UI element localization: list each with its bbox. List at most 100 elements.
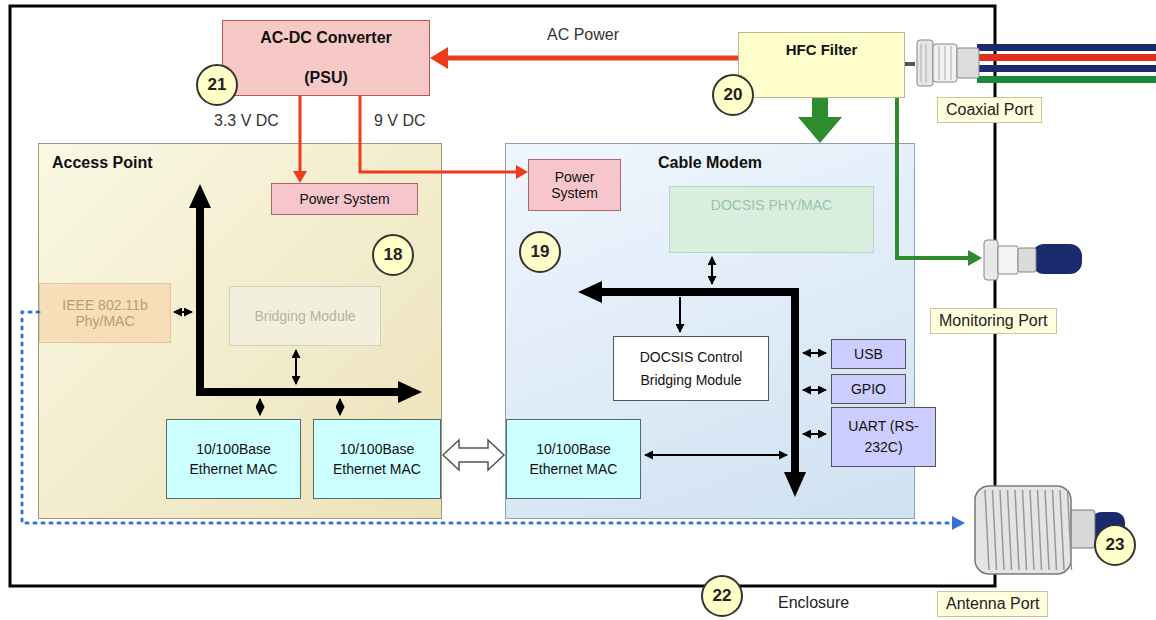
node-text: AC-DC Converter bbox=[260, 29, 392, 47]
drawing-stroke bbox=[1023, 490, 1027, 570]
connector-graphic bbox=[915, 36, 1156, 92]
edge-label: 3.3 V DC bbox=[212, 112, 281, 130]
drawing-stroke bbox=[1069, 510, 1095, 548]
drawing-stroke bbox=[917, 40, 933, 86]
callout-number: 21 bbox=[196, 64, 238, 106]
drawing-stroke bbox=[985, 490, 1072, 570]
ethernet-box: 10/100Base Ethernet MAC bbox=[506, 419, 641, 499]
drawing-stroke bbox=[921, 44, 951, 82]
drawing-stroke bbox=[1018, 248, 1036, 272]
drawing-stroke bbox=[803, 352, 826, 354]
monitoring-port: Monitoring Port bbox=[982, 236, 1082, 284]
node-text: Coaxial Port bbox=[937, 97, 1042, 123]
double-arrow bbox=[443, 440, 504, 470]
cable-modem-block: Cable ModemPower SystemDOCSIS PHY/MACDOC… bbox=[505, 143, 915, 519]
converter-box: AC-DC Converter (PSU) bbox=[222, 20, 430, 96]
node-subtext: (PSU) bbox=[304, 69, 348, 87]
drawing-stroke bbox=[977, 65, 1156, 72]
node-text: Power System bbox=[299, 191, 389, 207]
drawing-stroke bbox=[1068, 490, 1072, 570]
node-text: 10/100Base Ethernet MAC bbox=[511, 439, 636, 480]
drawing-stroke bbox=[957, 48, 979, 78]
node-text: 10/100Base Ethernet MAC bbox=[171, 439, 296, 480]
callout-number: 18 bbox=[372, 234, 414, 276]
arrow-head bbox=[968, 250, 982, 266]
drawing-stroke bbox=[1030, 490, 1034, 570]
drawing-stroke bbox=[1038, 490, 1042, 570]
drawing-stroke bbox=[259, 399, 261, 415]
drawing-stroke bbox=[803, 433, 826, 435]
connector-line bbox=[812, 98, 828, 119]
drawing-stroke bbox=[977, 44, 1156, 51]
bridging-box: DOCSIS Control Bridging Module bbox=[613, 336, 769, 401]
drawing-stroke bbox=[998, 246, 1018, 274]
interface-box: UART (RS-232C) bbox=[831, 407, 936, 467]
connector-graphic bbox=[982, 236, 1082, 284]
phy-mac-box: DOCSIS PHY/MAC bbox=[669, 186, 874, 253]
drawing-stroke bbox=[174, 311, 192, 313]
drawing-stroke bbox=[993, 490, 997, 570]
ethernet-box: 10/100Base Ethernet MAC bbox=[313, 419, 441, 499]
drawing-stroke bbox=[600, 288, 799, 296]
drawing-stroke bbox=[196, 206, 204, 392]
node-text: Access Point bbox=[52, 154, 428, 172]
edge-label: 9 V DC bbox=[372, 112, 428, 130]
phy-mac-box: IEEE 802.11b Phy/MAC bbox=[39, 283, 171, 343]
callout-number: 23 bbox=[1094, 524, 1136, 566]
coaxial-port: Coaxial Port bbox=[915, 36, 1156, 92]
connector bbox=[905, 64, 915, 65]
drawing-stroke bbox=[295, 350, 297, 384]
drawing-stroke bbox=[1053, 490, 1057, 570]
connector bbox=[443, 440, 504, 470]
node-text: Bridging Module bbox=[254, 308, 355, 324]
node-text: IEEE 802.11b Phy/MAC bbox=[44, 297, 166, 329]
drawing-stroke bbox=[1008, 490, 1012, 570]
arrow-head bbox=[952, 516, 965, 530]
drawing-stroke bbox=[977, 76, 1156, 83]
node-text: DOCSIS Control Bridging Module bbox=[620, 346, 762, 391]
node-text: Antenna Port bbox=[937, 591, 1048, 617]
node-text: 10/100Base Ethernet MAC bbox=[318, 439, 436, 480]
drawing-stroke bbox=[679, 297, 681, 332]
drawing-stroke bbox=[977, 54, 1156, 61]
connector-line bbox=[446, 56, 738, 61]
node-text: Monitoring Port bbox=[930, 308, 1057, 334]
arrow-head bbox=[430, 47, 448, 69]
drawing-stroke bbox=[1032, 244, 1082, 274]
node-text: UART (RS-232C) bbox=[836, 416, 931, 458]
connector bbox=[798, 98, 842, 143]
connector bbox=[430, 47, 738, 69]
arrow-head bbox=[798, 117, 842, 143]
bridging-box: Bridging Module bbox=[229, 286, 381, 346]
node-text: GPIO bbox=[851, 379, 886, 400]
drawing-stroke bbox=[196, 388, 400, 396]
drawing-stroke bbox=[1015, 490, 1019, 570]
connector-line bbox=[299, 96, 302, 173]
drawing-stroke bbox=[645, 454, 787, 456]
interface-box: USB bbox=[831, 339, 906, 369]
drawing-stroke bbox=[985, 490, 989, 570]
part-label: Enclosure bbox=[778, 594, 849, 612]
drawing-stroke bbox=[984, 240, 998, 280]
edge-label: AC Power bbox=[545, 26, 621, 44]
drawing-stroke bbox=[1060, 490, 1064, 570]
node-text: USB bbox=[854, 344, 883, 365]
drawing-stroke bbox=[1045, 490, 1049, 570]
drawing-stroke bbox=[791, 288, 799, 474]
drawing-stroke bbox=[803, 389, 826, 391]
callout-number: 19 bbox=[519, 231, 561, 273]
drawing-stroke bbox=[1000, 490, 1004, 570]
callout-number: 22 bbox=[701, 575, 743, 617]
node-text: Power System bbox=[533, 169, 616, 201]
ethernet-box: 10/100Base Ethernet MAC bbox=[166, 419, 301, 499]
callout-number: 20 bbox=[712, 74, 754, 116]
node-text: DOCSIS PHY/MAC bbox=[711, 197, 832, 213]
filter-box: HFC Filter bbox=[738, 32, 905, 98]
interface-box: GPIO bbox=[831, 374, 906, 404]
access-point-block: Access PointPower SystemIEEE 802.11b Phy… bbox=[38, 143, 442, 519]
power-box: Power System bbox=[528, 159, 621, 211]
drawing-stroke bbox=[711, 257, 713, 284]
drawing-stroke bbox=[339, 399, 341, 415]
enclosure-border bbox=[10, 6, 995, 586]
